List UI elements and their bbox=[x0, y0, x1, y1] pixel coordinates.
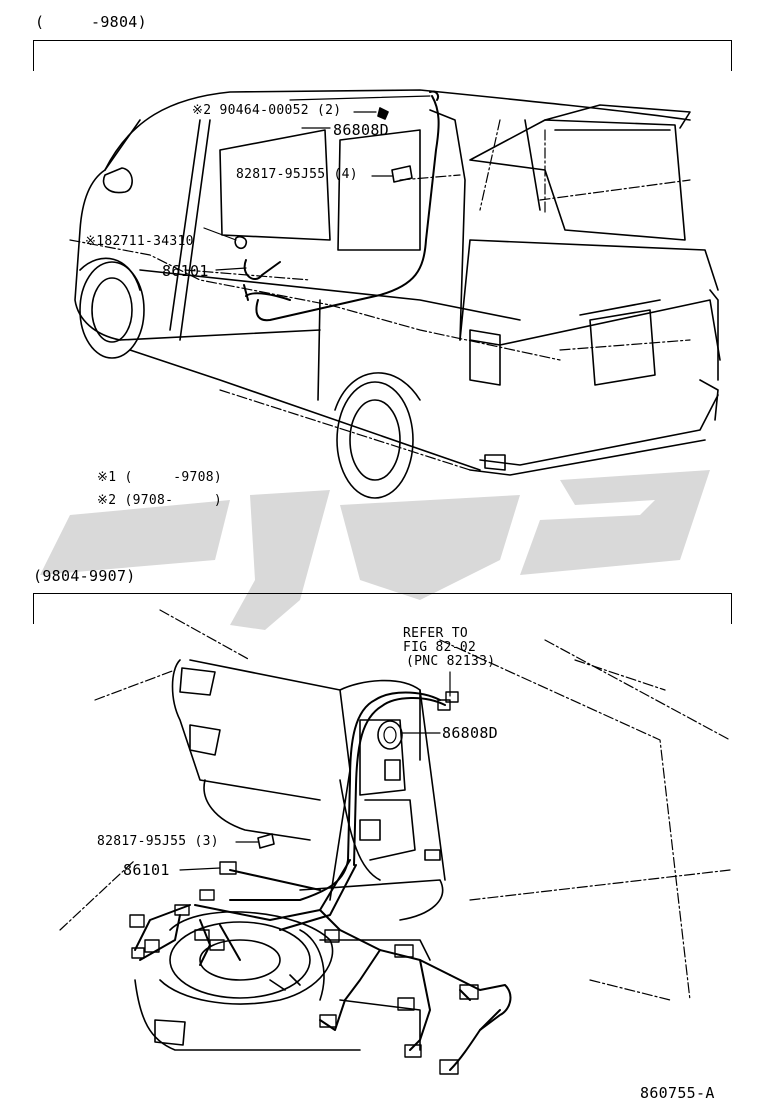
section1-header: ( -9804) bbox=[35, 13, 147, 31]
van-dashdot-lines bbox=[69, 119, 691, 471]
clip-icon bbox=[234, 236, 248, 250]
interior-dashdot-lines bbox=[59, 609, 731, 1001]
refer-line1: REFER TO bbox=[403, 626, 469, 641]
clamp-part-label-3: 82817-95J55 (3) bbox=[97, 834, 219, 849]
grommet-icon bbox=[377, 720, 403, 750]
clamp-icon bbox=[391, 165, 413, 183]
legend-note2: ※2 (9708- ) bbox=[97, 493, 222, 508]
clamp-icon bbox=[257, 833, 275, 849]
wire-86808d-label-2: 86808D bbox=[442, 724, 498, 742]
figure-id: 860755-A bbox=[640, 1084, 715, 1102]
clamp-part-label: 82817-95J55 (4) bbox=[236, 167, 358, 182]
wire-86101-label: 86101 bbox=[162, 262, 209, 280]
clip-icon bbox=[377, 107, 389, 120]
section2-frame bbox=[33, 593, 732, 624]
connector-icons bbox=[129, 691, 479, 1075]
refer-line2: FIG 82-02 bbox=[403, 640, 477, 655]
interior-panels bbox=[134, 659, 446, 1051]
section1-frame bbox=[33, 40, 732, 71]
section2-header: (9804-9907) bbox=[33, 567, 136, 585]
wire-86808d-label: 86808D bbox=[333, 121, 389, 139]
van-body bbox=[74, 89, 721, 499]
clip-part-label-2: ※182711-34310 bbox=[85, 234, 194, 249]
legend-note1: ※1 ( -9708) bbox=[97, 470, 222, 485]
wire-86101-label-2: 86101 bbox=[123, 861, 170, 879]
van-wire-harness bbox=[243, 90, 440, 322]
clip-part-label: ※2 90464-00052 (2) bbox=[192, 103, 342, 118]
interior-wire-harness bbox=[134, 691, 512, 1071]
refer-line3: (PNC 82133) bbox=[406, 654, 496, 669]
